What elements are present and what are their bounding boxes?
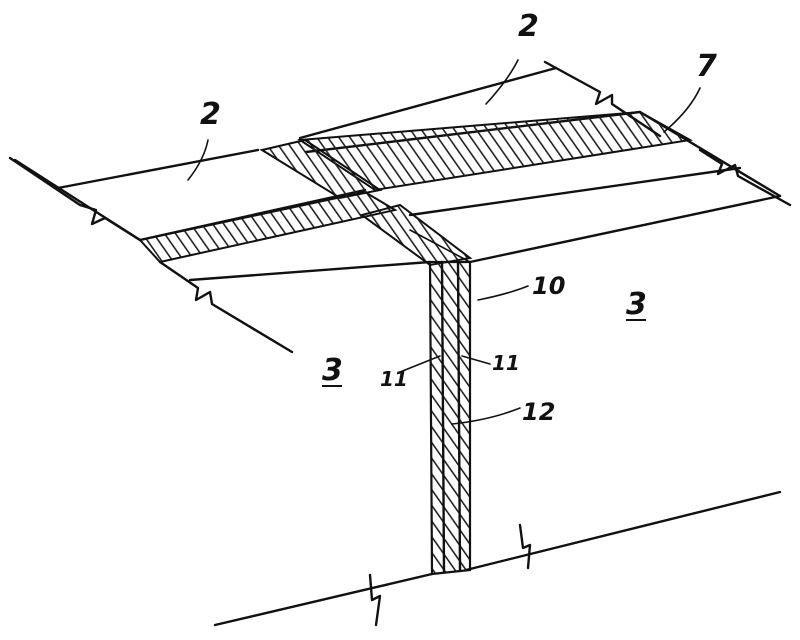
leader-2-right: [485, 59, 519, 105]
label-2-right: 2: [518, 9, 539, 44]
leader-10: [477, 285, 529, 301]
lower-left-top-edge: [188, 260, 432, 282]
joint-strip: [138, 110, 694, 267]
leader-lines: [187, 59, 701, 425]
break-line-bottom-right: [518, 523, 532, 570]
label-3-right: 3: [626, 287, 647, 322]
lower-right-top-edge: [468, 194, 782, 264]
label-11-left: 11: [380, 367, 408, 391]
label-10: 10: [532, 272, 565, 300]
break-line-lower-left: [158, 260, 294, 354]
bottom-right-edge: [464, 490, 782, 572]
joint-strip-front-arm: [359, 203, 473, 267]
leader-11-left: [399, 355, 441, 373]
vertical-joint-fill: [428, 260, 472, 576]
leader-2-left: [187, 139, 209, 181]
label-12: 12: [522, 398, 555, 426]
joint-strip-left-arm: [138, 190, 398, 264]
leader-12: [451, 407, 521, 425]
label-2-left: 2: [200, 97, 221, 132]
upper-left-back-edge: [56, 148, 260, 190]
seal-left-line: [440, 260, 446, 574]
vertical-joint: [409, 229, 472, 576]
break-line-left: [8, 156, 142, 242]
leader-7: [663, 87, 701, 133]
seal-right-line: [456, 260, 462, 573]
break-line-bottom-left: [368, 573, 382, 627]
break-lines: [8, 60, 792, 627]
label-3-left: 3: [322, 353, 343, 388]
joint-strip-back-arm: [259, 138, 383, 200]
break-line-upper-right: [543, 60, 662, 138]
leader-11-right: [461, 355, 491, 365]
upper-right-back-edge: [298, 66, 558, 140]
top-corner-edge: [408, 166, 742, 217]
label-11-right: 11: [492, 351, 520, 375]
reference-labels: 2 2 7 10 3 3 11 11 12: [200, 9, 717, 426]
break-line-right: [698, 148, 792, 207]
bottom-left-edge: [213, 572, 434, 627]
corner-edge: [409, 229, 471, 263]
label-7: 7: [696, 49, 717, 84]
